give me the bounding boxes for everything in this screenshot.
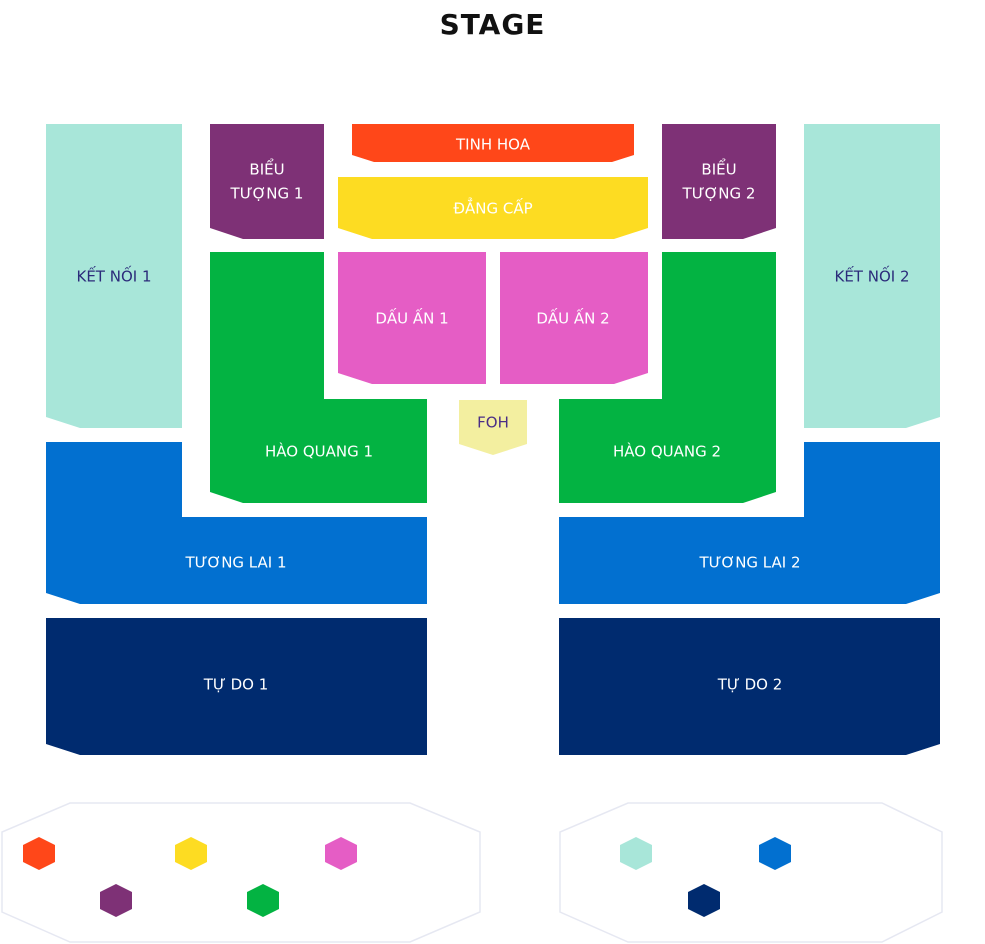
legend-right-frame: [559, 802, 943, 943]
zone-foh-shape: [459, 400, 527, 455]
zone-tinh-hoa-shape: [352, 124, 634, 162]
zone-dau-an-1-shape: [338, 252, 486, 384]
zone-dau-an-2-shape: [500, 252, 648, 384]
zone-ket-noi-1-shape: [46, 124, 182, 428]
zone-ket-noi-2[interactable]: KẾT NỐI 2: [804, 124, 940, 428]
zone-tinh-hoa[interactable]: TINH HOA: [352, 124, 634, 162]
zone-bieu-tuong-1[interactable]: BIỂU TƯỢNG 1: [210, 124, 324, 239]
zone-tu-do-1-shape: [46, 618, 427, 755]
legend-swatch-dang-cap: [175, 837, 207, 870]
legend-swatch-tu-do: [688, 884, 720, 917]
zone-bieu-tuong-2[interactable]: BIỂU TƯỢNG 2: [662, 124, 776, 239]
zone-bieu-tuong-2-shape: [662, 124, 776, 239]
zone-tuong-lai-1-shape: [46, 442, 427, 604]
zone-dau-an-1[interactable]: DẤU ẤN 1: [338, 252, 486, 384]
zone-tuong-lai-2-shape: [559, 442, 940, 604]
zone-foh[interactable]: FOH: [459, 400, 527, 455]
legend-swatch-tuong-lai: [759, 837, 791, 870]
zone-ket-noi-1[interactable]: KẾT NỐI 1: [46, 124, 182, 428]
zone-dau-an-2[interactable]: DẤU ẤN 2: [500, 252, 648, 384]
legend-swatch-hao-quang: [247, 884, 279, 917]
legend-left: [1, 802, 481, 943]
zone-bieu-tuong-1-shape: [210, 124, 324, 239]
stage-label: STAGE: [439, 8, 546, 41]
legend-swatch-dau-an: [325, 837, 357, 870]
zone-hao-quang-1-shape: [210, 252, 427, 503]
zone-dang-cap[interactable]: ĐẲNG CẤP: [338, 177, 648, 239]
zone-tu-do-2-shape: [559, 618, 940, 755]
zone-dang-cap-shape: [338, 177, 648, 239]
zone-tu-do-1[interactable]: TỰ DO 1: [46, 618, 427, 755]
zone-tu-do-2[interactable]: TỰ DO 2: [559, 618, 940, 755]
legend-swatch-bieu-tuong: [100, 884, 132, 917]
legend-right: [559, 802, 943, 943]
legend-swatch-ket-noi: [620, 837, 652, 870]
zone-ket-noi-2-shape: [804, 124, 940, 428]
zone-hao-quang-2-shape: [559, 252, 776, 503]
legend-left-frame: [1, 802, 481, 943]
legend-swatch-tinh-hoa: [23, 837, 55, 870]
